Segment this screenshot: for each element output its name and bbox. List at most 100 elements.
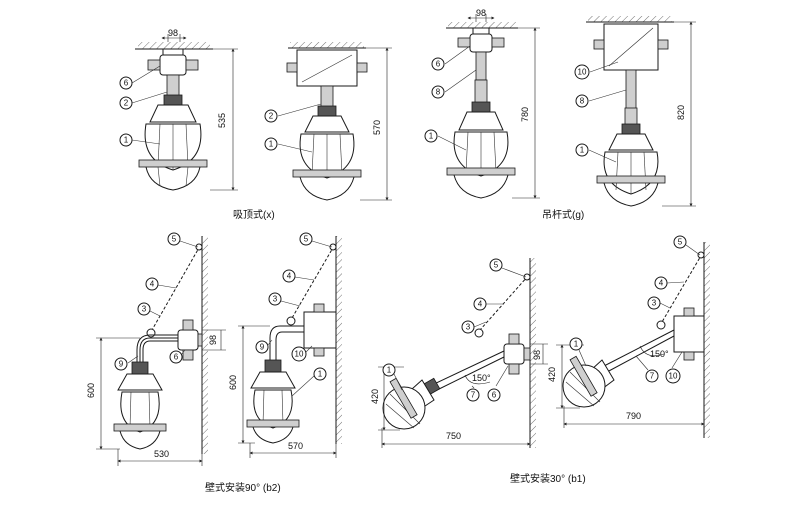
svg-text:1: 1 (580, 146, 585, 155)
callout-1 (313, 367, 327, 381)
dim-width: 98 (168, 28, 178, 38)
dim-height: 820 (676, 105, 686, 120)
svg-text:5: 5 (678, 238, 683, 247)
callout-10 (665, 368, 681, 384)
callout-1 (569, 337, 583, 351)
figure-wall30-fitting: 420 98 150° 750 5 4 3 1 7 6 (370, 258, 548, 448)
dim-height: 570 (372, 120, 382, 135)
figure-pendant-box: 820 10 8 1 (574, 16, 696, 207)
callout-8 (431, 85, 445, 99)
conduit-right (657, 39, 669, 50)
wall-hatch (202, 236, 208, 454)
guard-ring (246, 419, 300, 428)
dim-offset: 98 (208, 335, 218, 345)
stem (624, 107, 638, 127)
neck (264, 359, 282, 373)
callout-2 (119, 96, 133, 110)
svg-text:10: 10 (295, 350, 304, 359)
angle-label: 150° (472, 373, 491, 383)
svg-text:2: 2 (124, 99, 129, 108)
junction-box (469, 33, 493, 53)
svg-text:10: 10 (578, 68, 587, 77)
bracket-arm (269, 325, 304, 360)
svg-text:8: 8 (580, 97, 585, 106)
wall-hatch (336, 236, 342, 444)
stem (320, 85, 334, 109)
callout-10 (574, 64, 590, 80)
callout-4 (654, 276, 668, 290)
svg-text:3: 3 (273, 295, 278, 304)
bracket-arm (431, 350, 505, 386)
guard-ring (292, 169, 362, 178)
svg-text:9: 9 (119, 360, 124, 369)
callout-1 (119, 133, 133, 147)
callout-5 (489, 258, 503, 272)
guard-cage (145, 166, 201, 191)
callout-2 (264, 109, 278, 123)
svg-text:7: 7 (471, 391, 476, 400)
svg-text:6: 6 (492, 391, 497, 400)
stem (474, 79, 488, 105)
svg-text:2: 2 (269, 112, 274, 121)
svg-text:6: 6 (174, 353, 179, 362)
svg-text:4: 4 (150, 280, 155, 289)
chain (479, 275, 529, 331)
guard-cage (299, 176, 355, 201)
wall-hatch (704, 242, 710, 438)
callout-9 (114, 357, 128, 371)
junction-box (673, 315, 705, 353)
figure-wall90-box: 600 570 5 4 3 9 10 1 (228, 232, 342, 458)
callout-5 (673, 235, 687, 249)
chain (661, 253, 703, 323)
caption-wall90: 壁式安装90° (b2) (205, 481, 281, 494)
callout-5 (167, 232, 181, 246)
lamp-head (117, 373, 163, 391)
chain (291, 245, 335, 319)
lamp-head (250, 371, 296, 389)
callout-6 (169, 350, 183, 364)
lamp-head (458, 111, 504, 131)
dim-offset: 98 (532, 350, 542, 360)
guard-cage (603, 182, 659, 207)
svg-text:1: 1 (429, 132, 434, 141)
guard-ring (389, 377, 418, 419)
callout-6 (487, 388, 501, 402)
svg-text:1: 1 (269, 140, 274, 149)
svg-text:1: 1 (318, 370, 323, 379)
callout-9 (255, 340, 269, 354)
stem (166, 74, 180, 98)
ceiling-hatch (138, 42, 210, 49)
caption-pendant: 吊杆式(g) (542, 208, 584, 221)
bracket-arm (139, 337, 178, 362)
bracket-arm (603, 329, 675, 367)
dim-width: 750 (446, 431, 461, 441)
callout-4 (282, 269, 296, 283)
callout-3 (647, 296, 661, 310)
guard-ring (569, 355, 598, 397)
conduit-left (593, 39, 605, 50)
svg-text:5: 5 (494, 261, 499, 270)
figure-ceiling-fitting: 98 535 6 2 1 (119, 28, 238, 191)
callout-1 (424, 129, 438, 143)
callout-6 (119, 76, 133, 90)
neck (471, 101, 491, 113)
guard-ring (138, 159, 208, 168)
callout-1 (264, 137, 278, 151)
caption-wall30: 壁式安装30° (b1) (510, 472, 586, 485)
svg-text:6: 6 (124, 79, 129, 88)
callout-10 (291, 346, 307, 362)
dim-height: 420 (547, 367, 557, 382)
svg-text:8: 8 (436, 88, 441, 97)
lamp-head (149, 104, 197, 123)
junction-box (159, 54, 187, 76)
callout-1 (382, 363, 396, 377)
svg-text:3: 3 (652, 299, 657, 308)
conduit-left (147, 59, 161, 71)
lamp-head (608, 133, 654, 151)
dim-width: 570 (288, 441, 303, 451)
ceiling-hatch (448, 22, 516, 28)
caption-ceiling: 吸顶式(x) (233, 208, 275, 221)
callout-3 (461, 320, 475, 334)
